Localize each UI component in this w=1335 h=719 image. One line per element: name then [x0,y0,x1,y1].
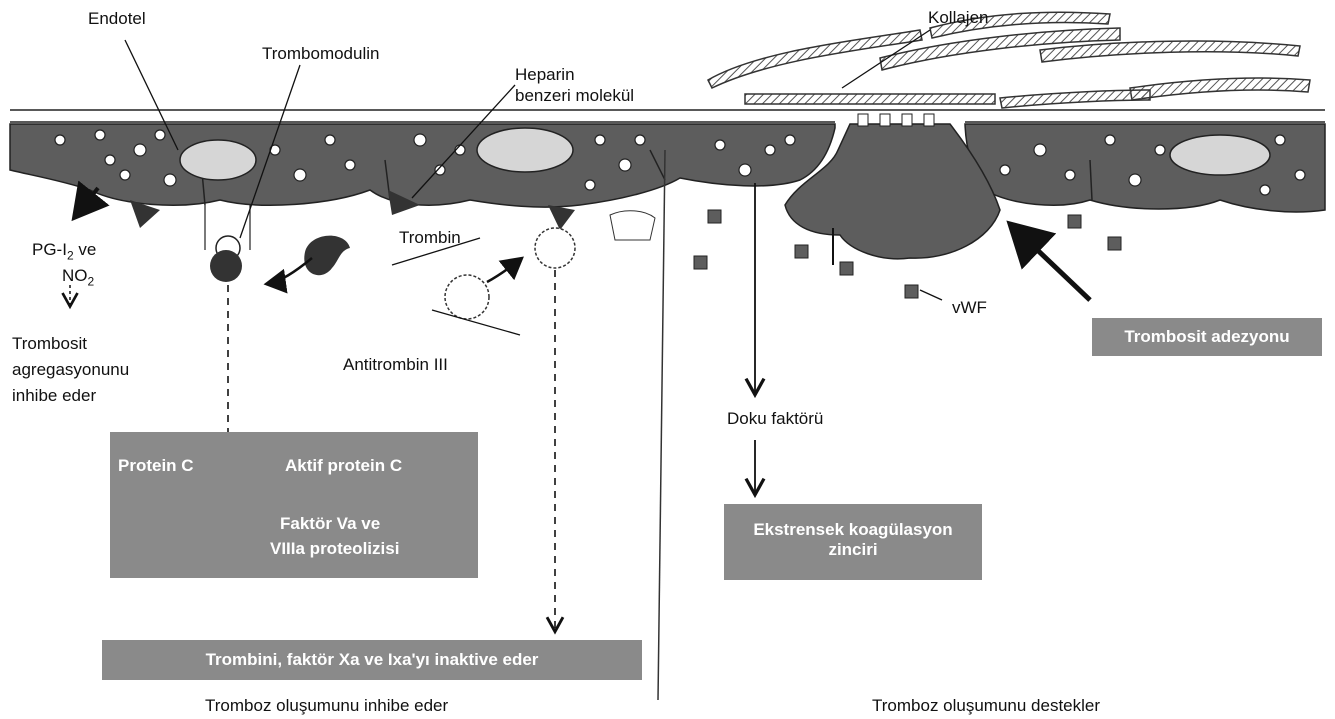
antitrombin-bound-icon [535,228,575,268]
proteoliz-label-line2: VIIIa proteolizisi [270,539,399,559]
inhibit-label-line1: Trombosit [12,334,87,354]
inactivation-label: Trombini, faktör Xa ve Ixa'yı inaktive e… [102,640,642,680]
aktif-protein-c-label: Aktif protein C [285,456,402,476]
doku-faktoru-label: Doku faktörü [727,409,823,429]
ekstrensek-box: Ekstrensek koagülasyon zinciri [724,504,982,580]
kollajen-label: Kollajen [928,8,989,28]
endotel-label: Endotel [88,9,146,29]
vwf-label: vWF [952,298,987,318]
antitrombin-label: Antitrombin III [343,355,448,375]
adezyon-box: Trombosit adezyonu [1092,318,1322,356]
heparin-label-line2: benzeri molekül [515,86,634,106]
pg-i2-label: PG-I2 ve [32,240,96,265]
adezyon-label: Trombosit adezyonu [1092,318,1322,356]
proteoliz-label-line1: Faktör Va ve [280,514,380,534]
heparin-label-line1: Heparin [515,65,575,85]
trombomodulin-label: Trombomodulin [262,44,379,64]
trombin-label: Trombin [399,228,461,248]
no2-label: NO2 [62,266,94,291]
antitrombin-icon [445,275,489,319]
right-caption: Tromboz oluşumunu destekler [872,696,1100,716]
left-caption: Tromboz oluşumunu inhibe eder [205,696,448,716]
section-divider [658,150,665,700]
inhibit-label-line3: inhibe eder [12,386,96,406]
protein-c-label: Protein C [118,456,194,476]
trombin-icon [304,236,350,276]
protein-c-box: Protein C Aktif protein C Faktör Va ve V… [110,432,478,578]
ekstrensek-label-line2: zinciri [724,540,982,560]
heparin-like-molecule-icon [610,211,655,240]
inhibit-label-line2: agregasyonunu [12,360,129,380]
inactivation-box: Trombini, faktör Xa ve Ixa'yı inaktive e… [102,640,642,680]
collagen-fibers [708,12,1310,108]
trombin-bound-icon [210,250,242,282]
ekstrensek-label-line1: Ekstrensek koagülasyon [724,520,982,540]
